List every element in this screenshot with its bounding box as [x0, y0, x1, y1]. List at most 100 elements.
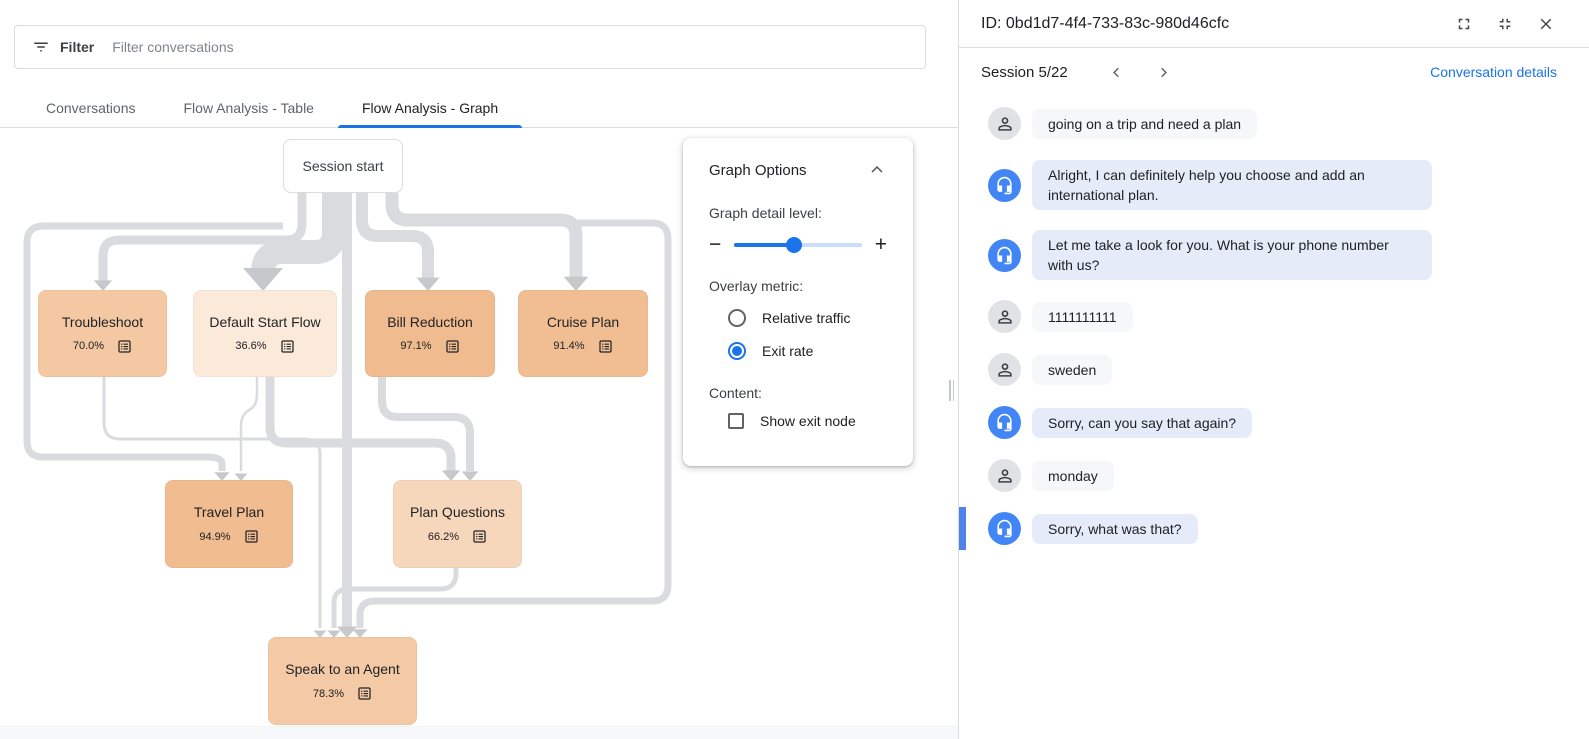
list-alt-icon[interactable]	[244, 529, 259, 544]
flow-node-cruise-plan[interactable]: Cruise Plan 91.4%	[518, 290, 648, 377]
content-label: Content:	[709, 385, 762, 401]
slider-knob[interactable]	[786, 237, 803, 253]
user-message[interactable]: sweden	[959, 353, 1589, 386]
flow-node-travel-plan[interactable]: Travel Plan 94.9%	[165, 480, 293, 568]
tab-flow-analysis-graph[interactable]: Flow Analysis - Graph	[337, 88, 523, 128]
user-message[interactable]: going on a trip and need a plan	[959, 107, 1589, 140]
session-start-label: Session start	[302, 158, 384, 174]
flow-edge-arrow	[416, 277, 440, 291]
filter-label: Filter	[60, 39, 95, 55]
chat-bubble[interactable]: Let me take a look for you. What is your…	[1032, 230, 1432, 280]
radio-icon[interactable]	[728, 342, 746, 360]
avatar	[988, 168, 1021, 202]
session-counter: Session 5/22	[981, 63, 1068, 81]
chat-bubble[interactable]: sweden	[1032, 354, 1113, 385]
graph-detail-label: Graph detail level:	[709, 205, 822, 221]
agent-message[interactable]: Sorry, what was that?	[959, 507, 1589, 550]
flow-node-label: Default Start Flow	[209, 313, 321, 330]
tab-label: Flow Analysis - Graph	[361, 99, 499, 116]
agent-message[interactable]: Let me take a look for you. What is your…	[959, 230, 1589, 280]
tab-conversations[interactable]: Conversations	[22, 88, 160, 127]
avatar	[988, 459, 1021, 492]
agent-message[interactable]: Sorry, can you say that again?	[959, 406, 1589, 439]
flow-node-label: Troubleshoot	[61, 313, 144, 330]
tab-label: Conversations	[46, 99, 136, 116]
fullscreen-icon[interactable]	[1455, 15, 1473, 33]
flow-node-exit-rate: 70.0%	[72, 340, 105, 352]
flow-node-plan-questions[interactable]: Plan Questions 66.2%	[393, 480, 522, 568]
agent-message[interactable]: Alright, I can definitely help you choos…	[959, 160, 1589, 210]
avatar	[988, 107, 1021, 140]
flow-node-default-start-flow[interactable]: Default Start Flow 36.6%	[193, 290, 337, 377]
list-alt-icon[interactable]	[598, 339, 613, 354]
headset-icon	[997, 246, 1012, 264]
list-alt-icon[interactable]	[280, 339, 295, 354]
panel-resize-handle[interactable]	[949, 380, 954, 401]
flow-edge	[265, 377, 456, 471]
chevron-up-icon[interactable]	[867, 160, 887, 180]
headset-icon	[997, 176, 1012, 194]
increase-detail-button[interactable]: +	[874, 233, 887, 256]
flow-edge	[239, 377, 259, 471]
filter-input[interactable]: Filter conversations	[112, 39, 234, 55]
radio-option-exit-rate[interactable]: Exit rate	[709, 342, 887, 360]
chat-bubble[interactable]: going on a trip and need a plan	[1032, 108, 1258, 139]
avatar	[988, 512, 1021, 545]
decrease-detail-button[interactable]: −	[709, 233, 722, 256]
radio-label: Exit rate	[762, 343, 814, 359]
list-alt-icon[interactable]	[445, 339, 460, 354]
radio-option-relative-traffic[interactable]: Relative traffic	[709, 309, 887, 327]
checkbox-icon[interactable]	[728, 413, 744, 429]
headset-icon	[997, 413, 1012, 432]
flow-node-exit-rate: 94.9%	[199, 530, 231, 543]
show-exit-node-option[interactable]: Show exit node	[709, 413, 887, 429]
conversation-details-link[interactable]: Conversation details	[1430, 64, 1557, 80]
session-start-node[interactable]: Session start	[283, 139, 403, 193]
chat-bubble[interactable]: Sorry, can you say that again?	[1032, 407, 1253, 438]
conversation-id-title: ID: 0bd1d7-4f4-733-83c-980d46cfc	[981, 14, 1230, 32]
flow-edge	[251, 193, 346, 277]
chat-bubble[interactable]: Alright, I can definitely help you choos…	[1032, 160, 1432, 210]
list-alt-icon[interactable]	[472, 529, 487, 544]
flow-node-label: Cruise Plan	[546, 313, 620, 330]
flow-edge	[331, 568, 459, 628]
chevron-left-icon[interactable]	[1108, 64, 1125, 81]
flow-node-exit-rate: 78.3%	[312, 687, 345, 700]
flow-node-label: Bill Reduction	[387, 313, 473, 330]
flow-node-exit-rate: 66.2%	[427, 530, 460, 543]
flow-analysis-panel: Filter Filter conversations Conversation…	[0, 0, 958, 739]
flow-edge	[385, 193, 583, 281]
horizontal-scrollbar[interactable]	[0, 726, 958, 739]
flow-edge	[98, 193, 307, 281]
chat-bubble[interactable]: Sorry, what was that?	[1032, 513, 1198, 544]
flow-node-troubleshoot[interactable]: Troubleshoot 70.0%	[38, 290, 167, 377]
flow-node-speak-to-an-agent[interactable]: Speak to an Agent 78.3%	[268, 637, 417, 725]
user-message[interactable]: 1111111111	[959, 300, 1589, 333]
graph-options-title: Graph Options	[709, 161, 807, 179]
slider-track[interactable]	[734, 237, 862, 253]
radio-icon[interactable]	[728, 309, 746, 327]
person-icon	[997, 362, 1012, 377]
chevron-right-icon[interactable]	[1155, 64, 1172, 81]
conversation-header: ID: 0bd1d7-4f4-733-83c-980d46cfc	[959, 0, 1589, 48]
checkbox-label: Show exit node	[760, 413, 856, 429]
flow-node-bill-reduction[interactable]: Bill Reduction 97.1%	[365, 290, 495, 377]
chat-bubble[interactable]: monday	[1032, 460, 1114, 491]
filter-list-icon	[32, 38, 50, 56]
chat-bubble[interactable]: 1111111111	[1032, 301, 1133, 332]
overlay-metric-label: Overlay metric:	[709, 278, 804, 294]
flow-node-label: Plan Questions	[410, 504, 505, 520]
flow-edge-arrow	[243, 268, 283, 291]
graph-options-card: Graph Options Graph detail level: − + Ov…	[683, 138, 913, 466]
close-icon[interactable]	[1537, 15, 1555, 33]
person-icon	[997, 468, 1012, 483]
user-message[interactable]: monday	[959, 459, 1589, 492]
list-alt-icon[interactable]	[117, 339, 132, 354]
collapse-fullscreen-icon[interactable]	[1496, 15, 1514, 33]
tab-flow-analysis-table[interactable]: Flow Analysis - Table	[160, 88, 338, 127]
list-alt-icon[interactable]	[357, 686, 372, 701]
avatar	[988, 353, 1021, 386]
filter-bar[interactable]: Filter Filter conversations	[14, 25, 926, 69]
panel-divider	[958, 0, 959, 739]
radio-label: Relative traffic	[762, 310, 851, 326]
